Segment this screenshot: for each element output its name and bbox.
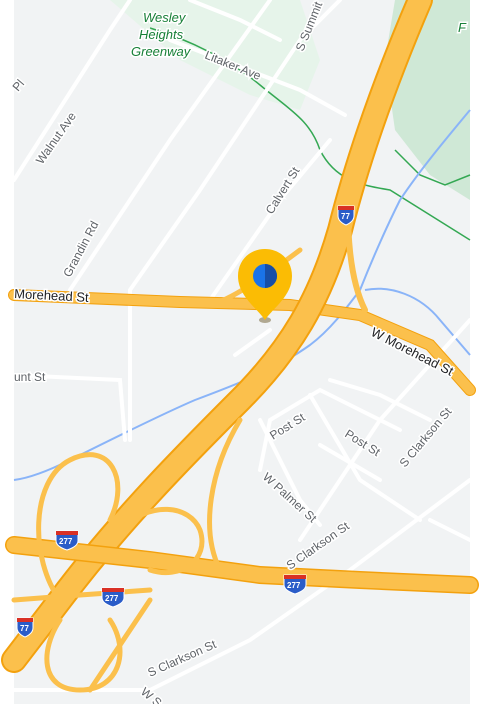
park-path-2: [394, 149, 471, 186]
creek-branch: [364, 287, 471, 356]
clover-loop-2: [117, 506, 205, 576]
shield-i77-top: 77: [337, 205, 355, 226]
shield-i277-mid-label: 277: [105, 594, 119, 603]
street-label-morehead-left: Morehead St: [14, 286, 90, 305]
park-label-line-3: Greenway: [131, 44, 192, 59]
shield-i277-right: 277: [283, 574, 307, 595]
shield-i77-top-label: 77: [341, 212, 350, 221]
clover-ramp-6: [87, 597, 153, 693]
shield-i277-left: 277: [55, 530, 79, 551]
local-streets: [12, 0, 472, 692]
shield-i277-left-label: 277: [59, 537, 73, 546]
clover-loop-4: [207, 417, 243, 573]
top-right-label: F: [458, 20, 467, 35]
right-margin: [470, 0, 479, 704]
shield-i77-bottom: 77: [16, 617, 34, 638]
clover-ramp-5: [11, 587, 153, 603]
park-label-line-1: Wesley: [143, 10, 187, 25]
shield-i77-bottom-label: 77: [20, 624, 29, 633]
left-margin: [0, 0, 14, 704]
park-label: Wesley Heights Greenway: [130, 9, 194, 61]
park-label-line-2: Heights: [139, 27, 184, 42]
shield-i277-mid: 277: [101, 587, 125, 608]
location-pin-icon[interactable]: [238, 249, 292, 323]
shield-i277-right-label: 277: [287, 581, 301, 590]
clover-loop-1: [36, 452, 121, 603]
street-label-unt-st: unt St: [14, 370, 46, 384]
